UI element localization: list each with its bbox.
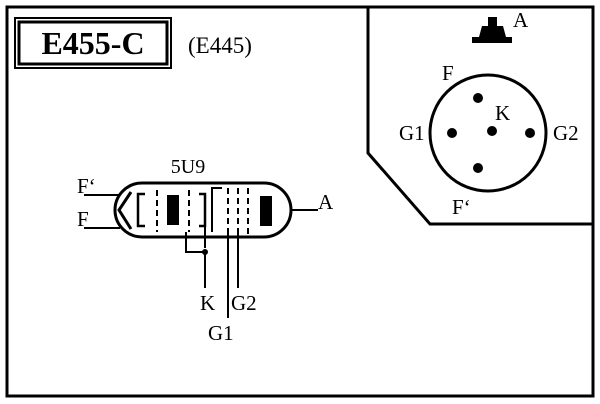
base-label-f-prime: F‘: [452, 195, 471, 219]
base-circle: [428, 73, 548, 193]
tube-label-grid1: G1: [208, 321, 234, 345]
tube-label-anode: A: [318, 190, 334, 214]
cathode-junction: [202, 249, 208, 255]
base-label-g1: G1: [399, 121, 425, 145]
pin-f: [473, 93, 483, 103]
grid1-frame: [211, 187, 222, 232]
pin-k: [487, 126, 497, 136]
tube-type-label: 5U9: [171, 156, 205, 178]
sheet-code: E455-C: [41, 25, 144, 61]
pin-g2: [525, 128, 535, 138]
base-label-g2: G2: [553, 121, 579, 145]
cathode-bracket: [136, 192, 145, 228]
title-box-outer: [14, 17, 172, 69]
anode-plate: [260, 196, 272, 226]
tube-label-f-prime: F‘: [77, 174, 96, 198]
base-label-k: K: [495, 101, 510, 125]
pin-f-prime: [473, 163, 483, 173]
tube-symbol: 5U9 F‘ F A: [77, 156, 334, 345]
sheet-alt-code: (E445): [188, 33, 252, 58]
outer-frame: [5, 5, 595, 398]
cathode-element: [199, 192, 207, 228]
beam-plate-left: [167, 195, 179, 225]
tube-label-cathode: K: [200, 291, 215, 315]
base-panel-border: [366, 8, 593, 226]
top-cap-icon: [472, 17, 512, 43]
filament-icon: [117, 191, 133, 230]
tube-label-f: F: [77, 207, 89, 231]
tube-label-grid2: G2: [231, 291, 257, 315]
base-label-top-cap: A: [513, 8, 529, 32]
title-box-inner: [17, 20, 169, 66]
base-pinout: A F K G1 G2 F‘: [399, 8, 579, 219]
pin-g1: [447, 128, 457, 138]
lead-cathode: [185, 232, 206, 288]
base-label-f: F: [442, 61, 454, 85]
